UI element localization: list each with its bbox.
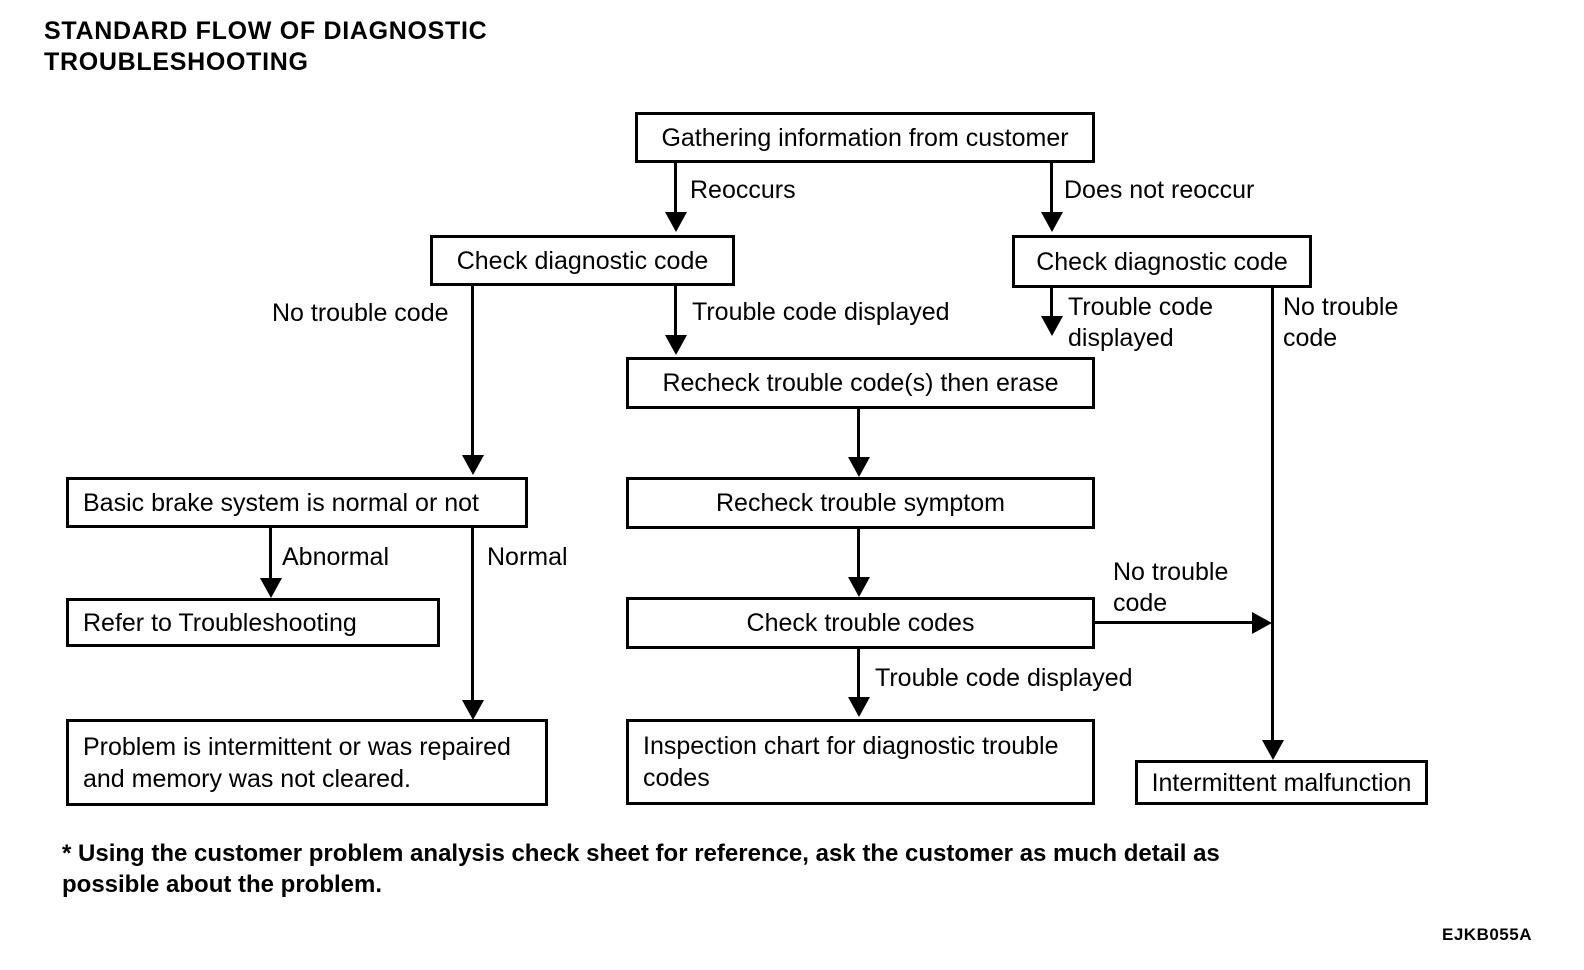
- connector-check-codes-to-inspection: [857, 649, 860, 697]
- edge-label-normal: Normal: [487, 543, 568, 571]
- connector-basic-brake-to-refer: [269, 528, 272, 578]
- edge-label-trouble-code-displayed-bottom: Trouble code displayed: [875, 664, 1133, 692]
- node-check-diagnostic-code-right[interactable]: Check diagnostic code: [1012, 235, 1312, 288]
- arrowhead-basic-brake-to-problem: [462, 700, 484, 720]
- arrowhead-symptom-to-check-codes: [848, 577, 870, 597]
- connector-gathering-to-left-check: [674, 162, 677, 214]
- arrowhead-basic-brake-to-refer: [260, 578, 282, 598]
- connector-symptom-to-check-codes: [857, 529, 860, 577]
- edge-label-no-trouble-code-left: No trouble code: [272, 299, 449, 327]
- connector-left-check-to-recheck-erase: [674, 285, 677, 335]
- node-label: Basic brake system is normal or not: [83, 488, 479, 517]
- edge-label-trouble-code-displayed-right: Trouble code displayed: [1068, 293, 1213, 352]
- node-inspection-chart[interactable]: Inspection chart for diagnostic trouble …: [626, 719, 1095, 805]
- edge-label-no-trouble-code-right: No trouble code: [1283, 293, 1399, 352]
- node-label: Inspection chart for diagnostic trouble …: [643, 732, 1059, 792]
- node-refer-to-troubleshooting[interactable]: Refer to Troubleshooting: [66, 598, 440, 647]
- footnote: * Using the customer problem analysis ch…: [62, 840, 1220, 899]
- arrowhead-right-check-to-intermittent: [1262, 740, 1284, 760]
- node-gathering-information[interactable]: Gathering information from customer: [635, 112, 1095, 163]
- node-label: Gathering information from customer: [661, 123, 1069, 152]
- node-check-trouble-codes[interactable]: Check trouble codes: [626, 597, 1095, 649]
- edge-label-trouble-code-displayed-left: Trouble code displayed: [692, 298, 950, 326]
- edge-label-no-trouble-code-mid: No trouble code: [1113, 558, 1229, 617]
- connector-basic-brake-to-problem: [471, 528, 474, 700]
- arrowhead-check-codes-to-right-vertical: [1252, 612, 1272, 634]
- connector-right-check-to-intermittent: [1271, 288, 1274, 740]
- node-check-diagnostic-code-left[interactable]: Check diagnostic code: [430, 235, 735, 286]
- connector-left-check-to-basic-brake: [471, 285, 474, 455]
- connector-right-check-to-recheck-erase: [1050, 288, 1053, 316]
- edge-label-does-not-reoccur: Does not reoccur: [1064, 176, 1255, 204]
- node-label: Refer to Troubleshooting: [83, 608, 357, 637]
- arrowhead-left-check-to-recheck-erase: [665, 335, 687, 355]
- arrowhead-gathering-to-right-check: [1041, 212, 1063, 232]
- node-label: Check diagnostic code: [456, 246, 709, 275]
- node-label: Problem is intermittent or was repaired …: [83, 732, 511, 793]
- edge-label-reoccurs: Reoccurs: [690, 176, 796, 204]
- arrowhead-left-check-to-basic-brake: [462, 455, 484, 475]
- node-recheck-trouble-symptom[interactable]: Recheck trouble symptom: [626, 477, 1095, 529]
- node-basic-brake-system[interactable]: Basic brake system is normal or not: [66, 477, 528, 528]
- edge-label-abnormal: Abnormal: [282, 543, 389, 571]
- node-label: Check diagnostic code: [1036, 247, 1288, 276]
- node-recheck-trouble-codes-then-erase[interactable]: Recheck trouble code(s) then erase: [626, 357, 1095, 409]
- arrowhead-recheck-erase-to-symptom: [848, 457, 870, 477]
- figure-code: EJKB055A: [1442, 925, 1532, 944]
- connector-gathering-to-right-check: [1050, 162, 1053, 214]
- arrowhead-right-check-to-recheck-erase: [1041, 316, 1063, 336]
- node-problem-is-intermittent[interactable]: Problem is intermittent or was repaired …: [66, 719, 548, 806]
- node-label: Intermittent malfunction: [1151, 768, 1412, 797]
- arrowhead-gathering-to-left-check: [665, 212, 687, 232]
- page-title: STANDARD FLOW OF DIAGNOSTIC TROUBLESHOOT…: [44, 17, 488, 76]
- connector-recheck-erase-to-symptom: [857, 409, 860, 457]
- node-label: Check trouble codes: [746, 609, 975, 637]
- node-label: Recheck trouble symptom: [715, 489, 1005, 517]
- node-intermittent-malfunction[interactable]: Intermittent malfunction: [1135, 760, 1428, 805]
- connector-check-codes-to-right-vertical: [1095, 621, 1252, 624]
- node-label: Recheck trouble code(s) then erase: [662, 369, 1059, 397]
- arrowhead-check-codes-to-inspection: [848, 697, 870, 717]
